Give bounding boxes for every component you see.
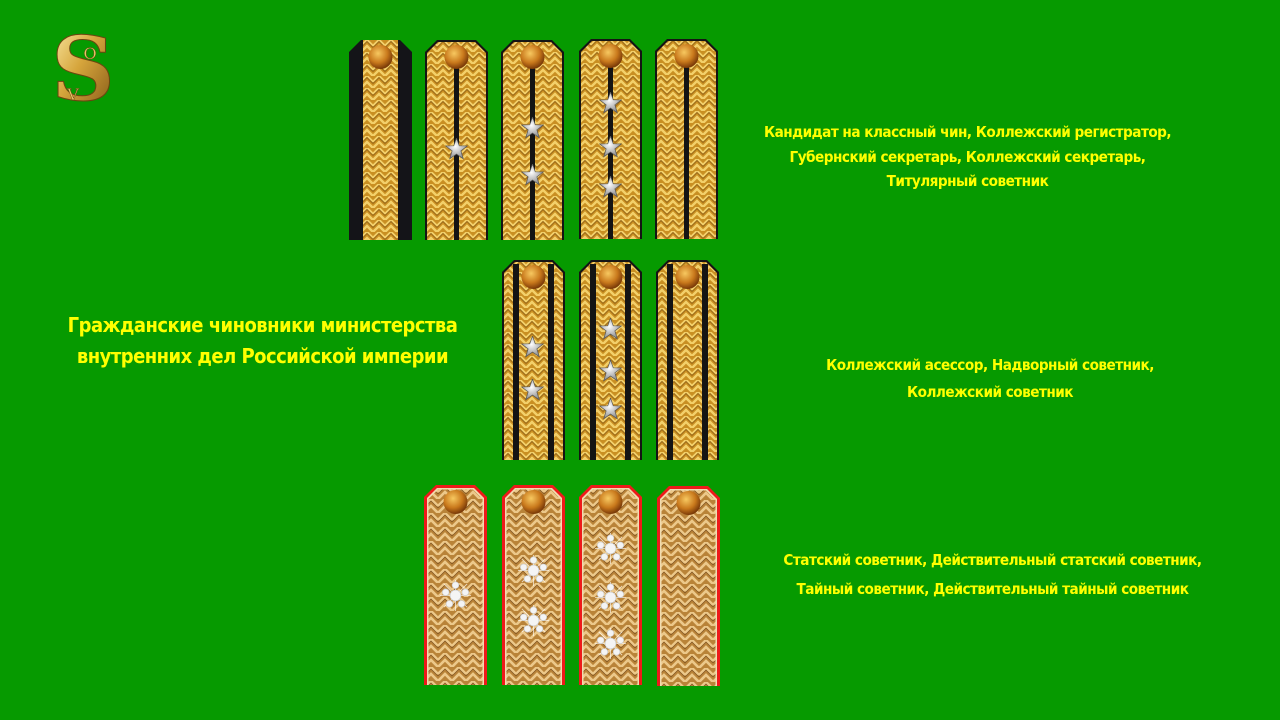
sov-logo: S O V [50, 17, 116, 122]
shoulder-board-2-stars [501, 40, 564, 240]
caption-line: Кандидат на классный чин, Коллежский рег… [763, 123, 1172, 141]
shoulder-board-3-stars [579, 39, 642, 239]
row-2-caption: Коллежский асессор, Надворный советник, … [774, 352, 1205, 406]
title-line-1: Гражданские чиновники министерства [67, 313, 458, 337]
shoulder-board-no-stars-double [656, 260, 719, 460]
row-3-caption: Статский советник, Действительный статск… [770, 546, 1214, 604]
general-board-2-stars [502, 485, 565, 685]
svg-text:V: V [66, 85, 79, 104]
caption-line: Тайный советник, Действительный тайный с… [796, 580, 1189, 598]
caption-line: Статский советник, Действительный статск… [783, 551, 1202, 569]
shoulder-board-candidate [349, 40, 412, 240]
eagle-button-icon [368, 45, 393, 69]
page-title: Гражданские чиновники министерства внутр… [62, 310, 463, 372]
shoulder-board-2-stars-double [502, 260, 565, 460]
shoulder-board-1-star [425, 40, 488, 240]
svg-text:O: O [83, 44, 96, 63]
title-line-2: внутренних дел Российской империи [76, 344, 449, 368]
general-board-1-star [424, 485, 487, 685]
caption-line: Титулярный советник [886, 172, 1049, 190]
svg-text:S: S [51, 26, 115, 110]
row-1-caption: Кандидат на классный чин, Коллежский рег… [754, 120, 1181, 194]
general-board-no-stars [657, 486, 720, 686]
caption-line: Коллежский асессор, Надворный советник, [826, 356, 1154, 374]
caption-line: Губернский секретарь, Коллежский секрета… [789, 147, 1146, 166]
starburst-icon [440, 580, 471, 611]
shoulder-board-no-stars [655, 39, 718, 239]
shoulder-board-3-stars-double [579, 260, 642, 460]
sov-gold-monogram-icon: S O V [51, 17, 116, 122]
general-board-3-stars [579, 485, 642, 685]
caption-line: Коллежский советник [907, 383, 1074, 401]
